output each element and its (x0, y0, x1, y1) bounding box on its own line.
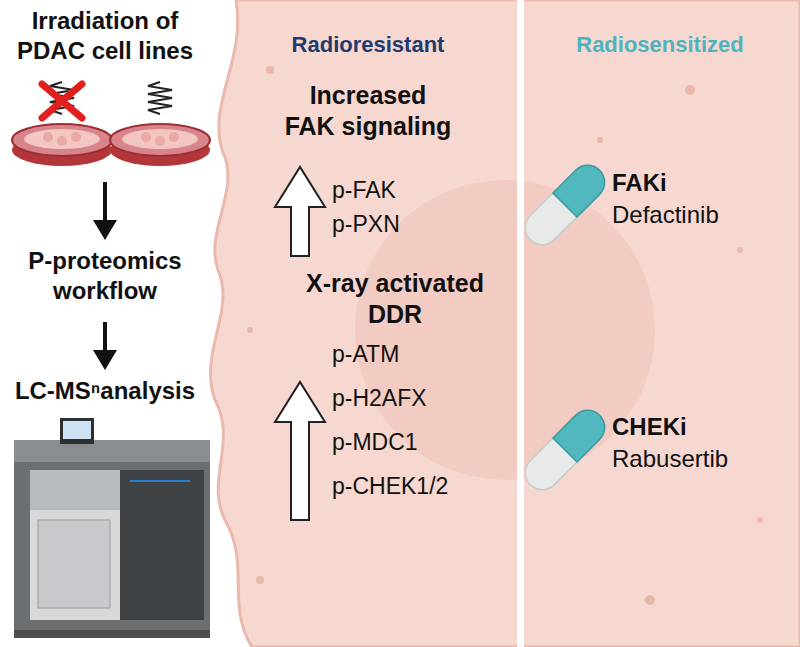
phospho-site: p-ATM (332, 340, 502, 369)
mass-spectrometer (14, 418, 210, 638)
red-cross (42, 84, 82, 118)
flow-arrow (93, 182, 117, 370)
phospho-site: p-CHEK1/2 (332, 472, 507, 501)
phospho-site: p-PXN (332, 210, 482, 239)
radiation-wave (148, 82, 172, 114)
section-heading: Increased FAK signaling (282, 80, 454, 143)
drug-class: FAKi (612, 168, 782, 198)
divider (517, 0, 524, 647)
panel-heading: Radioresistant (220, 32, 516, 58)
up-arrow (275, 382, 325, 520)
step-title: P-proteomics workflow (2, 246, 208, 306)
pill-icon (518, 158, 611, 251)
step-title: Irradiation of PDAC cell lines (2, 6, 208, 66)
step-title: LC-MSⁿanalysis (2, 376, 208, 406)
cell-half-panel: Radiosensitized (526, 32, 794, 632)
petri-dish (110, 124, 210, 166)
phospho-site: p-H2AFX (332, 384, 502, 413)
up-arrow (275, 167, 325, 256)
cell-outline (211, 0, 800, 647)
phospho-site: p-MDC1 (332, 428, 502, 457)
drug-name: Defactinib (612, 200, 782, 230)
section-heading: X-ray activated DDR (300, 268, 490, 331)
cell-dots (247, 66, 763, 605)
petri-dish (12, 124, 112, 166)
drug-name: Rabusertib (612, 444, 782, 474)
pill-icon (518, 403, 611, 496)
panel-heading: Radiosensitized (526, 32, 794, 58)
phospho-site: p-FAK (332, 176, 482, 205)
drug-class: CHEKi (612, 412, 782, 442)
